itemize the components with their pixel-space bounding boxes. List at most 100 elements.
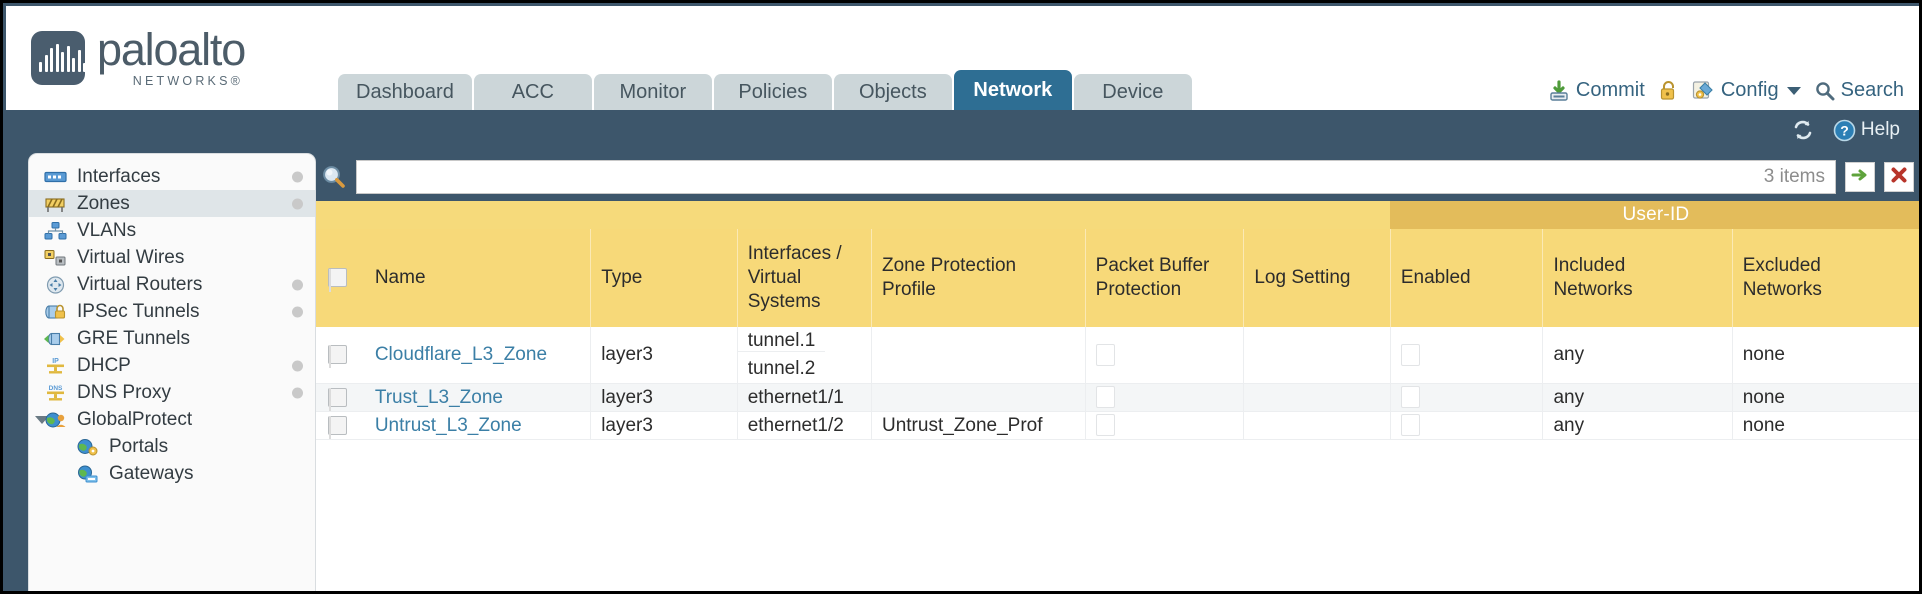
table-row[interactable]: Cloudflare_L3_Zone layer3 tunnel.1 tunne…	[316, 327, 1919, 384]
table-row[interactable]: Untrust_L3_Zone layer3 ethernet1/2 Untru…	[316, 411, 1919, 440]
cell-excluded-networks: none	[1732, 327, 1919, 384]
sidebar-item-gateways[interactable]: Gateways	[29, 460, 315, 487]
paloalto-logo-icon	[31, 31, 85, 85]
column-header-enabled[interactable]: Enabled	[1390, 229, 1544, 327]
zone-name-link[interactable]: Trust_L3_Zone	[374, 386, 503, 408]
sidebar-item-label: Interfaces	[77, 165, 161, 187]
sidebar-item-globalprotect[interactable]: GlobalProtect	[29, 406, 315, 433]
row-checkbox[interactable]	[328, 387, 347, 411]
subbar-actions: ? Help	[1791, 118, 1900, 142]
config-dropdown[interactable]: Config	[1692, 79, 1801, 102]
cell-packet-buffer-protection	[1085, 327, 1245, 384]
zones-table-wrapper: User-ID Name Type Interfaces / Virtual S…	[316, 201, 1919, 591]
sidebar-item-label: DHCP	[77, 354, 131, 376]
row-select-cell	[316, 411, 365, 440]
vlans-icon	[43, 221, 68, 241]
row-select-cell	[316, 327, 365, 384]
table-row[interactable]: Trust_L3_Zone layer3 ethernet1/1 any	[316, 383, 1919, 412]
sidebar-item-vlans[interactable]: VLANs	[29, 217, 315, 244]
cell-name: Untrust_L3_Zone	[364, 411, 592, 440]
column-header-included-networks[interactable]: Included Networks	[1542, 229, 1733, 327]
sidebar-item-virtual-wires[interactable]: Virtual Wires	[29, 244, 315, 271]
sidebar-item-portals[interactable]: Portals	[29, 433, 315, 460]
interface-entry: tunnel.1	[737, 330, 826, 352]
sidebar-item-dhcp[interactable]: IP DHCP	[29, 352, 315, 379]
status-dot	[292, 198, 303, 209]
sidebar-item-ipsec-tunnels[interactable]: IPSec Tunnels	[29, 298, 315, 325]
cell-type: layer3	[590, 411, 738, 440]
tab-acc[interactable]: ACC	[473, 74, 592, 110]
column-header-excluded-networks[interactable]: Excluded Networks	[1732, 229, 1919, 327]
packet-buffer-checkbox[interactable]	[1095, 414, 1115, 437]
close-icon	[1889, 165, 1909, 190]
sidebar-item-zones[interactable]: Zones	[29, 190, 315, 217]
row-checkbox[interactable]	[328, 345, 347, 369]
cell-name: Cloudflare_L3_Zone	[364, 327, 592, 384]
select-all-checkbox[interactable]	[328, 268, 347, 293]
cell-log-setting	[1243, 383, 1391, 412]
dns-proxy-icon: DNS	[43, 383, 68, 403]
cell-excluded-networks: none	[1732, 411, 1919, 440]
refresh-icon[interactable]	[1791, 118, 1815, 142]
apply-filter-button[interactable]	[1845, 162, 1875, 192]
sidebar-item-label: Portals	[109, 435, 169, 457]
tab-device[interactable]: Device	[1073, 74, 1192, 110]
column-header-interfaces[interactable]: Interfaces / Virtual Systems	[737, 229, 872, 327]
sidebar-item-label: Virtual Routers	[77, 273, 203, 295]
tab-network[interactable]: Network	[953, 70, 1072, 110]
globalprotect-icon	[43, 410, 68, 430]
row-checkbox[interactable]	[328, 415, 347, 439]
search-icon	[320, 163, 348, 191]
column-header-type[interactable]: Type	[590, 229, 738, 327]
interface-entry: tunnel.2	[747, 358, 816, 379]
search-input[interactable]	[367, 166, 1756, 188]
sidebar-item-virtual-routers[interactable]: Virtual Routers	[29, 271, 315, 298]
zone-name-link[interactable]: Cloudflare_L3_Zone	[374, 344, 548, 365]
cell-included-networks: any	[1542, 383, 1733, 412]
status-dot	[292, 387, 303, 398]
svg-text:?: ?	[1840, 122, 1849, 138]
packet-buffer-checkbox[interactable]	[1095, 343, 1115, 366]
table-header-row: Name Type Interfaces / Virtual Systems Z…	[316, 229, 1919, 327]
lock-button[interactable]	[1659, 80, 1678, 101]
column-header-zone-protection-profile[interactable]: Zone Protection Profile	[871, 229, 1086, 327]
cell-packet-buffer-protection	[1085, 411, 1245, 440]
sidebar-item-dns-proxy[interactable]: DNS DNS Proxy	[29, 379, 315, 406]
column-header-packet-buffer-protection[interactable]: Packet Buffer Protection	[1085, 229, 1245, 327]
cell-interfaces: ethernet1/2	[737, 411, 872, 440]
userid-enabled-checkbox[interactable]	[1400, 386, 1420, 409]
gateways-icon	[75, 464, 100, 484]
cell-type: layer3	[590, 327, 738, 384]
arrow-right-icon	[1850, 165, 1870, 190]
clear-filter-button[interactable]	[1884, 162, 1914, 192]
help-label: Help	[1860, 119, 1900, 140]
search-button[interactable]: Search	[1815, 79, 1904, 102]
status-dot	[292, 306, 303, 317]
sidebar-item-gre-tunnels[interactable]: GRE Tunnels	[29, 325, 315, 352]
tab-monitor[interactable]: Monitor	[593, 74, 712, 110]
column-header-log-setting[interactable]: Log Setting	[1243, 229, 1391, 327]
commit-button[interactable]: Commit	[1548, 79, 1645, 102]
search-field-wrapper[interactable]: 3 items	[356, 160, 1836, 194]
select-all-header	[316, 229, 365, 327]
zone-name-link[interactable]: Untrust_L3_Zone	[374, 414, 522, 436]
tab-objects[interactable]: Objects	[833, 74, 952, 110]
packet-buffer-checkbox[interactable]	[1095, 386, 1115, 409]
userid-enabled-checkbox[interactable]	[1400, 414, 1420, 437]
group-header-userid: User-ID	[1390, 201, 1919, 229]
zones-icon	[43, 194, 68, 214]
sub-toolbar: ? Help	[6, 110, 1919, 155]
column-header-name[interactable]: Name	[364, 229, 592, 327]
table-group-header-row: User-ID	[316, 201, 1919, 229]
help-button[interactable]: ? Help	[1833, 119, 1900, 142]
tab-dashboard[interactable]: Dashboard	[338, 74, 472, 110]
expander-triangle-icon[interactable]	[35, 415, 49, 424]
sidebar-item-label: Gateways	[109, 462, 194, 484]
config-icon	[1692, 80, 1715, 102]
userid-enabled-checkbox[interactable]	[1400, 343, 1420, 366]
tab-policies[interactable]: Policies	[713, 74, 832, 110]
config-label: Config	[1720, 79, 1779, 101]
main-navigation-tabs: Dashboard ACC Monitor Policies Objects N…	[338, 70, 1192, 110]
cell-zone-protection-profile: Untrust_Zone_Prof	[871, 411, 1086, 440]
sidebar-item-interfaces[interactable]: Interfaces	[29, 163, 315, 190]
